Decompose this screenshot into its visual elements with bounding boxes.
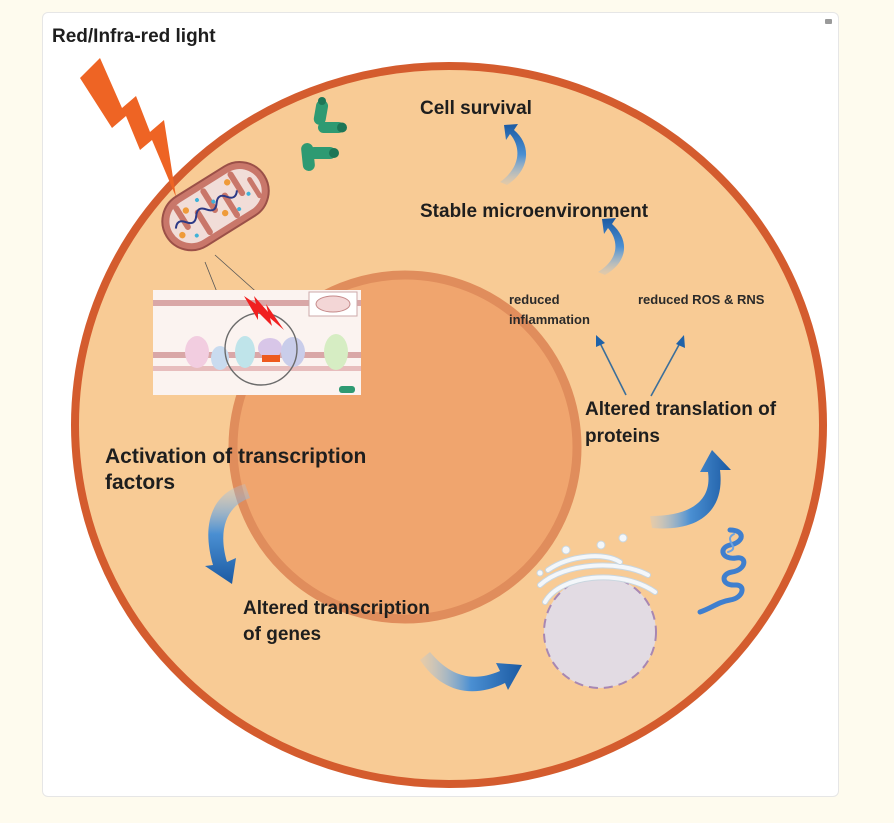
label-altered-transcription-2: of genes [243,624,321,645]
label-reduced-inflammation-1: reduced [509,292,560,307]
mitochondrion-icon [161,161,270,252]
arrow-to-reduced-inflammation [596,335,627,396]
label-activation-tf-2: factors [105,471,175,494]
figure-title: Red/Infra-red light [52,26,216,47]
label-altered-transcription-1: Altered transcription [243,598,430,619]
label-altered-translation-2: proteins [585,426,660,447]
label-reduced-ros-rns: reduced ROS & RNS [638,292,765,307]
label-altered-translation-1: Altered translation of [585,399,777,420]
lightning-bolt-icon [80,58,176,197]
expand-icon[interactable] [825,19,832,24]
vesicle-icon [543,575,657,689]
arrow-to-stable-microenvironment [598,218,625,275]
label-reduced-inflammation-2: inflammation [509,312,590,327]
arrow-to-endoplasmic-reticulum [420,652,522,692]
arrow-to-altered-translation [650,450,731,529]
label-activation-tf-1: Activation of transcription [105,445,366,468]
label-stable-microenvironment: Stable microenvironment [420,201,649,222]
arrow-to-cell-survival [500,124,527,185]
arrow-to-reduced-ros [650,335,685,397]
electron-transport-chain-inset [153,290,361,395]
label-cell-survival: Cell survival [420,98,532,119]
protein-helix-icon [697,527,747,615]
arrow-to-altered-transcription [205,484,250,584]
microtubule-icon [301,97,347,171]
endoplasmic-reticulum-icon [536,533,658,605]
